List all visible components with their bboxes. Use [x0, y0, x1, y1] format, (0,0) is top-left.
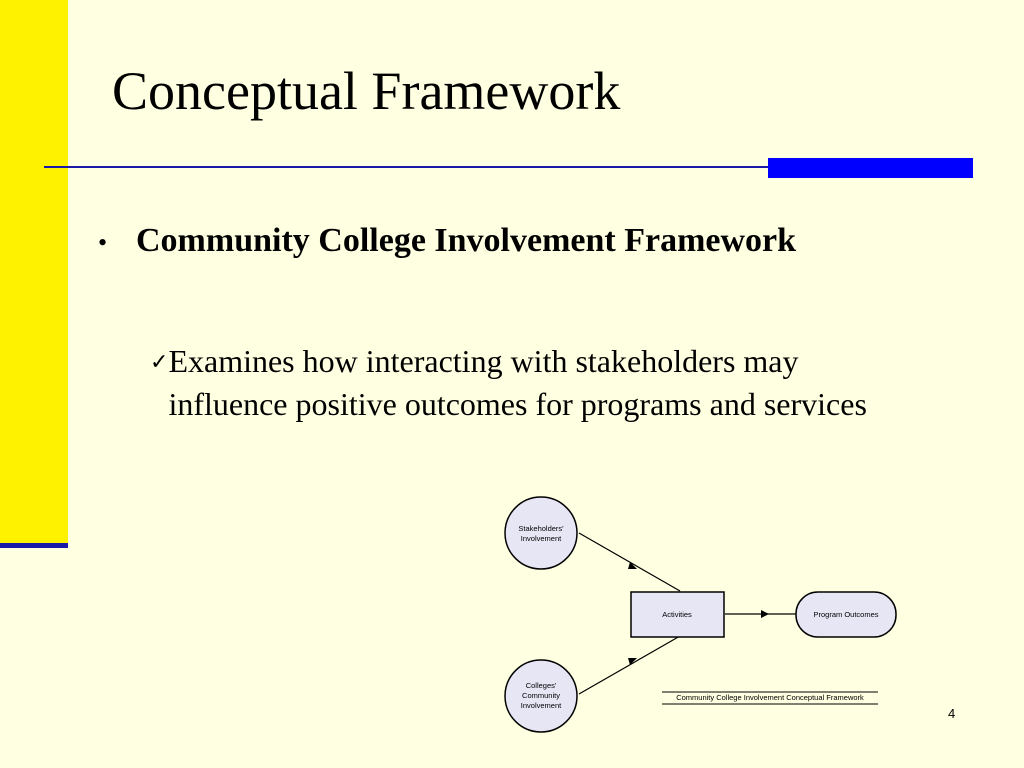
node-label: Program Outcomes: [813, 610, 878, 619]
node-circle: [504, 659, 578, 733]
node-activities: Activities: [630, 591, 725, 638]
node-label-line: Community: [522, 691, 560, 700]
node-label-line: Involvement: [521, 701, 562, 710]
node-label-line: Stakeholders': [518, 524, 564, 533]
arrowhead-icon: [628, 658, 637, 665]
node-label: Activities: [662, 610, 692, 619]
node-label-line: Involvement: [521, 534, 562, 543]
checkmark-icon: ✓: [150, 349, 169, 374]
node-rect: [630, 591, 725, 638]
arrowhead-icon: [761, 610, 769, 618]
node-stakeholders: Stakeholders' Involvement: [504, 496, 578, 570]
title-rule: [44, 166, 768, 168]
node-pill: [795, 591, 897, 638]
decorative-sidebar: [0, 0, 68, 545]
title-rule-accent: [768, 158, 973, 178]
sidebar-underline: [0, 543, 68, 548]
bullet-item: • Community College Involvement Framewor…: [98, 222, 796, 260]
page-number: 4: [948, 706, 956, 721]
bullet-dot-icon: •: [98, 228, 108, 257]
connector-stakeholders-activities: [578, 532, 681, 592]
node-program-outcomes: Program Outcomes: [795, 591, 897, 638]
slide-title: Conceptual Framework: [112, 61, 621, 121]
node-colleges: Colleges' Community Involvement: [504, 659, 578, 733]
node-label-line: Colleges': [526, 681, 557, 690]
node-circle: [504, 496, 578, 570]
sub-bullet-item: ✓ Examines how interacting with stakehol…: [150, 340, 910, 426]
arrowhead-icon: [628, 562, 637, 569]
sub-bullet-text: Examines how interacting with stakeholde…: [168, 343, 867, 422]
connector-colleges-activities: [578, 635, 681, 695]
diagram-caption: Community College Involvement Conceptual…: [662, 691, 878, 705]
caption-text: Community College Involvement Conceptual…: [676, 693, 864, 702]
bullet-text: Community College Involvement Framework: [136, 222, 797, 259]
